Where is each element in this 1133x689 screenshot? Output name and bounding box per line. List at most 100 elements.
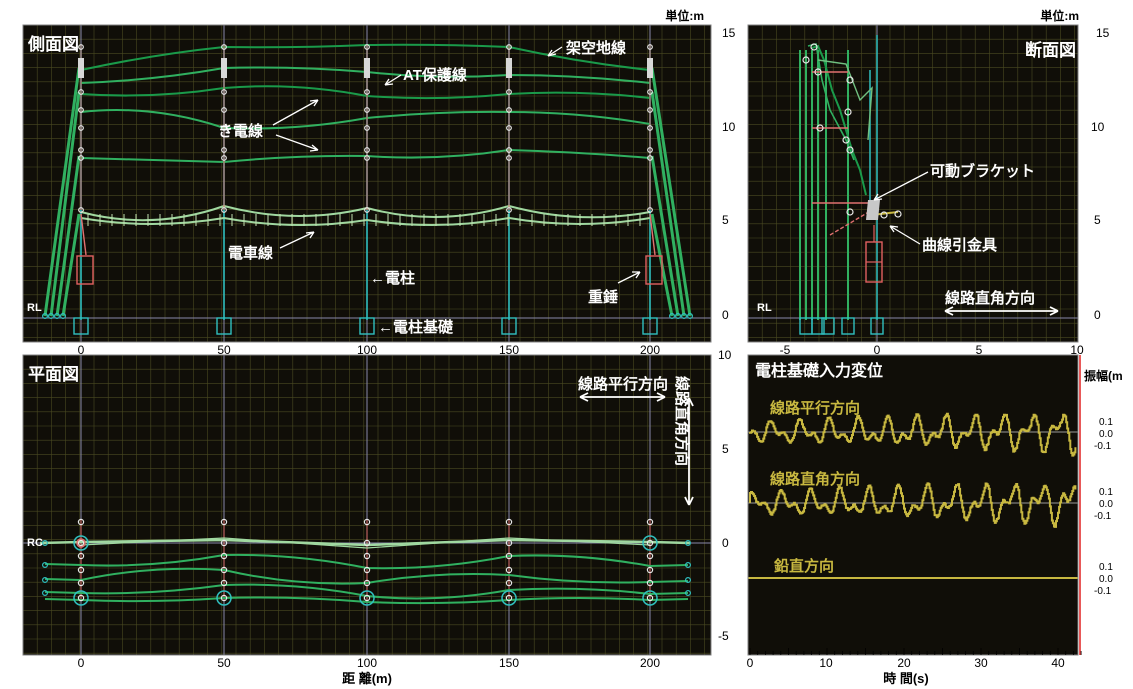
- insulator-ring: [844, 108, 852, 116]
- insulator-ring: [505, 579, 513, 587]
- insulator-ring: [221, 44, 227, 50]
- plan-x-tick: 150: [499, 656, 519, 670]
- insulator-ring: [646, 594, 654, 602]
- insulator-ring: [646, 566, 654, 574]
- insulator-ring: [816, 124, 824, 132]
- side-view-content: [41, 43, 693, 335]
- amp-tick: 0.1: [1099, 562, 1113, 573]
- insulator-ring: [77, 594, 85, 602]
- insulator-ring: [364, 207, 370, 213]
- cross-perpendicular-label: 線路直角方向: [945, 289, 1035, 307]
- plan-view-grid: [23, 355, 711, 655]
- cross-y-tick: 10: [1091, 120, 1105, 134]
- perpendicular-double-arrow-icon: [944, 306, 1059, 316]
- anchor-ring: [680, 313, 687, 320]
- pole-base: [359, 590, 375, 606]
- insulator-ring: [846, 76, 854, 84]
- insulator-ring: [363, 566, 371, 574]
- time-x-tick: 0: [747, 656, 754, 670]
- cross-rl-label: RL: [757, 302, 772, 314]
- pole-base: [642, 590, 658, 606]
- cross-section-content: [799, 35, 902, 335]
- anchor-ring: [41, 576, 48, 583]
- insulator-ring: [364, 107, 370, 113]
- insulator-ring: [364, 147, 370, 153]
- plan-view-panel: 平面図 RC 0 50 100 150 200 距 離(m) 10 5 0 -5…: [22, 348, 732, 686]
- insulator-ring: [77, 566, 85, 574]
- input-panel-content: [748, 412, 1078, 579]
- ground-wire-plan: [80, 596, 651, 605]
- side-view-panel: 側面図 単位:m RL 0 50 100 150 200 15 10 5 0 架…: [22, 8, 736, 357]
- insulator-ring: [78, 207, 84, 213]
- insulator-stack: [78, 58, 84, 78]
- pole-base: [216, 590, 232, 606]
- plan-x-tick: 0: [78, 656, 85, 670]
- insulator-ring: [221, 107, 227, 113]
- cross-x-tick: 10: [1070, 343, 1084, 357]
- plan-x-tick: 200: [640, 656, 660, 670]
- series-label-parallel: 線路平行方向: [770, 399, 860, 417]
- guy-wire-plan: [44, 598, 82, 601]
- pole-foundation: [870, 317, 884, 335]
- pole-foundation: [811, 317, 825, 335]
- cross-y-tick: 5: [1094, 213, 1101, 227]
- feeder-bundle: [817, 59, 873, 141]
- plan-y-tick: 5: [722, 442, 729, 456]
- insulator-stack: [221, 58, 227, 78]
- insulator-ring: [78, 44, 84, 50]
- anchor-ring: [59, 313, 66, 320]
- time-x-tick: 20: [897, 656, 911, 670]
- guy-wire: [650, 91, 686, 317]
- insulator-ring: [646, 552, 654, 560]
- amp-tick: 0.0: [1099, 499, 1113, 510]
- insulator-ring: [77, 579, 85, 587]
- cross-section-unit: 単位:m: [1040, 8, 1079, 23]
- insulator-ring: [221, 207, 227, 213]
- pull-off-fitting: [866, 200, 880, 220]
- insulator-ring: [78, 147, 84, 153]
- side-x-tick: 50: [217, 343, 231, 357]
- weight-label: 重錘: [588, 288, 618, 306]
- plan-view-title: 平面図: [28, 365, 79, 384]
- insulator-ring: [363, 552, 371, 560]
- plan-y-tick: -5: [718, 629, 729, 643]
- insulator-ring: [647, 44, 653, 50]
- time-x-tick: 40: [1051, 656, 1065, 670]
- pole-foundation: [73, 317, 89, 335]
- side-y-tick: 0: [722, 308, 729, 322]
- guy-wire-plan: [649, 598, 689, 601]
- insulator-ring: [220, 552, 228, 560]
- pole-base: [501, 590, 517, 606]
- anchor-ring: [41, 539, 48, 546]
- insulator-ring: [220, 594, 228, 602]
- messenger-wire-plan: [80, 537, 651, 549]
- insulator-ring: [220, 539, 228, 547]
- pole-foundation: [841, 317, 855, 335]
- amp-tick: -0.1: [1094, 441, 1112, 452]
- curve-pull-off-label: 曲線引金具: [922, 236, 997, 254]
- guy-wire: [55, 155, 81, 317]
- pole-base: [642, 535, 658, 551]
- guy-wire-plan: [649, 564, 689, 567]
- guy-wire: [49, 91, 81, 317]
- guy-wire: [43, 67, 81, 317]
- plan-y-tick: 10: [718, 348, 732, 362]
- feeder-wire-plan: [80, 567, 651, 585]
- insulator-ring: [364, 125, 370, 131]
- insulator-ring: [846, 146, 854, 154]
- plan-x-tick: 50: [217, 656, 231, 670]
- time-x-label: 時 間(s): [883, 671, 929, 686]
- pole-foundation: [216, 317, 232, 335]
- bracket-ring: [76, 538, 86, 548]
- cross-x-tick: 0: [874, 343, 881, 357]
- anchor-ring: [684, 589, 691, 596]
- cross-section-title: 断面図: [1025, 40, 1076, 60]
- guy-wire-plan: [44, 578, 82, 581]
- tension-weight: [645, 255, 663, 285]
- pole-foundation: [821, 317, 835, 335]
- insulator-ring: [220, 566, 228, 574]
- anchor-ring: [41, 589, 48, 596]
- side-view-title: 側面図: [27, 34, 79, 54]
- amp-tick: -0.1: [1094, 586, 1112, 597]
- insulator-ring: [77, 518, 85, 526]
